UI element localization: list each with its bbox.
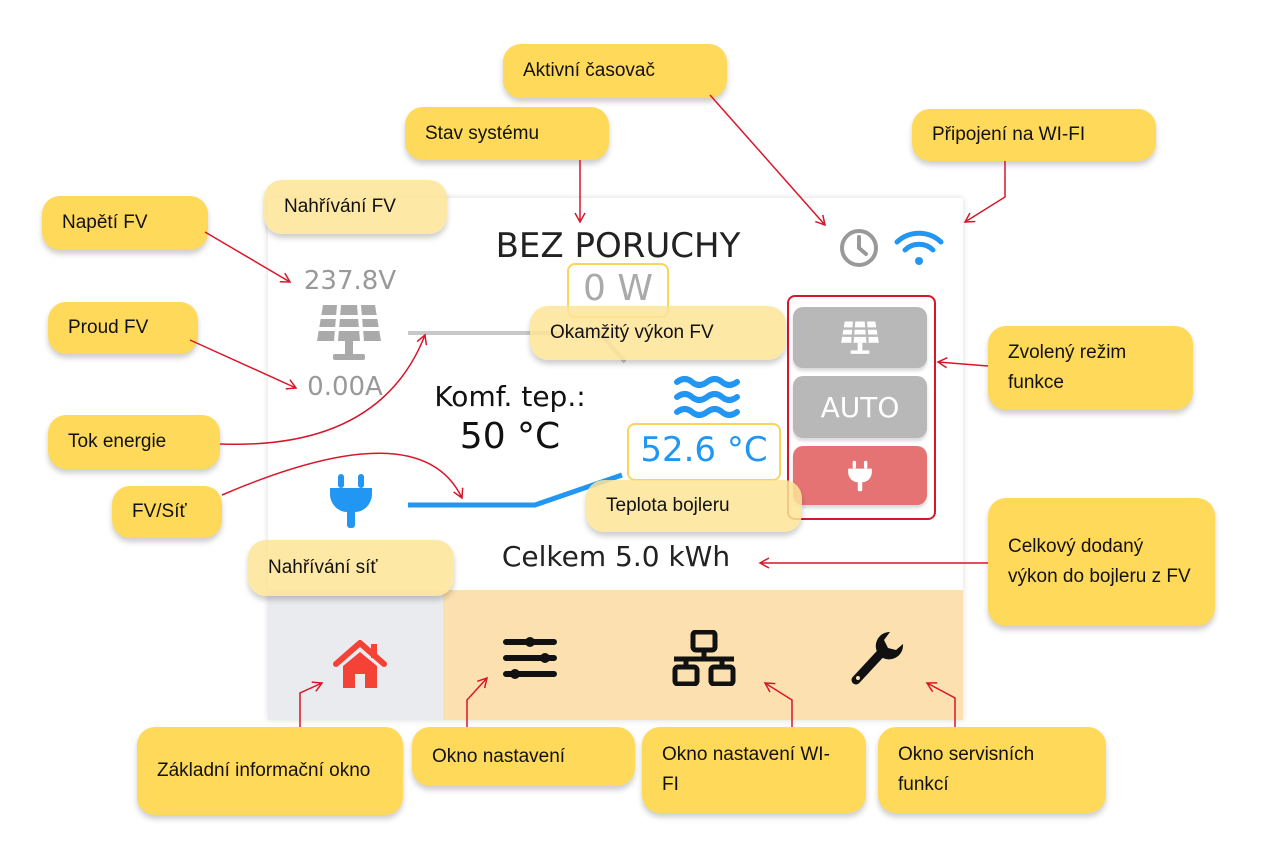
- solar-panel-icon: [841, 320, 879, 354]
- callout-settings: Okno nastavení: [412, 727, 635, 786]
- callout-current: Proud FV: [48, 302, 198, 354]
- network-icon[interactable]: [671, 630, 737, 686]
- callout-mode: Zvolený režim funkce: [988, 326, 1193, 410]
- callout-flow: Tok energie: [48, 415, 220, 469]
- total-energy: Celkem 5.0 kWh: [501, 540, 731, 573]
- sliders-icon[interactable]: [503, 634, 557, 682]
- callout-wifi-settings: Okno nastavení WI-FI: [642, 727, 866, 813]
- callout-voltage: Napětí FV: [42, 196, 208, 250]
- callout-timer: Aktivní časovač: [503, 44, 727, 98]
- mode-grid-button[interactable]: [793, 446, 927, 505]
- callout-total: Celkový dodaný výkon do bojleru z FV: [988, 498, 1215, 626]
- pv-voltage: 237.8V: [303, 266, 397, 296]
- callout-heating-pv: Nahřívání FV: [264, 180, 447, 234]
- callout-service: Okno servisních funkcí: [878, 727, 1106, 813]
- callout-source: FV/Síť: [112, 486, 222, 538]
- nav-home-button[interactable]: [268, 590, 443, 720]
- water-waves-icon: [674, 376, 740, 418]
- callout-home: Základní informační okno: [137, 727, 403, 815]
- mode-auto-button[interactable]: AUTO: [793, 376, 927, 438]
- callout-pv-power: Okamžitý výkon FV: [530, 306, 786, 360]
- status-text: BEZ PORUCHY: [495, 226, 741, 266]
- comfort-value: 50 °C: [459, 416, 561, 457]
- plug-icon: [330, 474, 372, 528]
- wrench-icon[interactable]: [850, 630, 906, 686]
- boiler-temp: 52.6 °C: [640, 430, 768, 470]
- plug-icon: [848, 460, 872, 491]
- callout-heating-grid: Nahřívání síť: [248, 540, 454, 596]
- callout-wifi: Připojení na WI-FI: [912, 109, 1156, 161]
- home-icon[interactable]: [333, 640, 387, 690]
- wifi-icon: [894, 230, 944, 265]
- mode-selector: [787, 295, 936, 520]
- comfort-label: Komf. tep.:: [434, 380, 586, 413]
- clock-icon: [840, 229, 878, 267]
- pv-power: 0 W: [583, 268, 653, 309]
- mode-solar-button[interactable]: [793, 307, 927, 368]
- solar-panel-icon: [317, 304, 381, 360]
- callout-status: Stav systému: [405, 107, 609, 160]
- callout-boiler-temp: Teplota bojleru: [586, 480, 802, 532]
- pv-current: 0.00A: [307, 372, 383, 402]
